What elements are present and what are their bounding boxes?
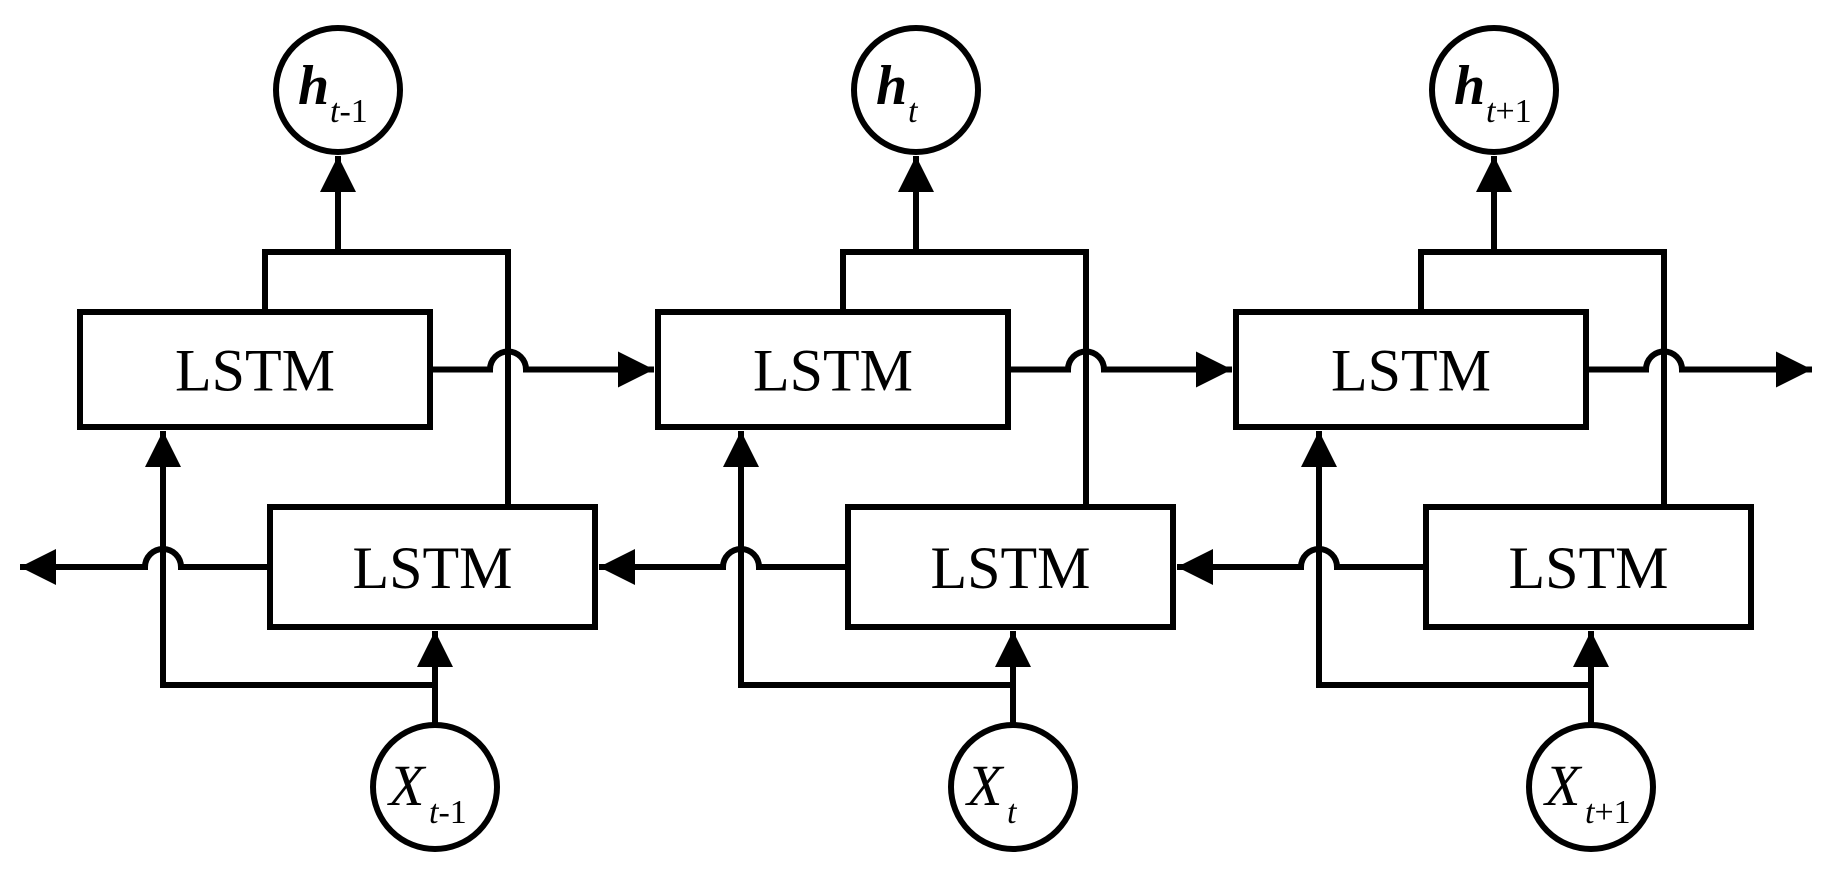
backward-recurrent-arrow-0 <box>20 546 270 585</box>
backward-lstm-label-1: LSTM <box>930 535 1090 601</box>
backward-lstm-label-2: LSTM <box>1508 535 1668 601</box>
backward-lstm-label-0: LSTM <box>352 535 512 601</box>
forward-recurrent-arrow-1 <box>1008 348 1232 388</box>
lstm-cells: LSTM LSTM LSTM LSTM LSTM LSTM <box>77 309 1754 630</box>
output-node-2 <box>1429 25 1559 155</box>
forward-lstm-label-0: LSTM <box>175 338 335 404</box>
input-arrow-forward-0 <box>145 431 435 688</box>
merge-line-1 <box>840 249 1089 507</box>
input-subscript-1: t <box>1007 794 1018 831</box>
input-node-2 <box>1526 722 1656 852</box>
forward-lstm-label-2: LSTM <box>1331 338 1491 404</box>
forward-recurrent-arrow-2 <box>1586 348 1812 388</box>
output-subscript-0: t-1 <box>330 93 368 130</box>
forward-lstm-cell-0 <box>77 309 433 430</box>
input-arrow-forward-2 <box>1301 431 1591 688</box>
backward-lstm-cell-1 <box>845 504 1176 630</box>
output-node-0 <box>273 25 403 155</box>
output-subscript-1: t <box>908 93 919 130</box>
input-label-0: X <box>387 753 427 818</box>
input-label-2: X <box>1543 753 1583 818</box>
connection-lines <box>20 156 1812 725</box>
output-subscript-2: t+1 <box>1486 93 1532 130</box>
input-node-1 <box>948 722 1078 852</box>
backward-lstm-cell-2 <box>1423 504 1754 630</box>
backward-recurrent-arrow-2 <box>1177 546 1426 585</box>
input-subscript-0: t-1 <box>429 794 467 831</box>
forward-lstm-cell-1 <box>655 309 1011 430</box>
output-label-0: h <box>298 55 329 117</box>
output-node-1 <box>851 25 981 155</box>
backward-recurrent-arrow-1 <box>599 546 848 585</box>
backward-lstm-cell-0 <box>267 504 598 630</box>
input-node-0 <box>370 722 500 852</box>
output-label-2: h <box>1454 55 1485 117</box>
merge-line-0 <box>262 249 511 507</box>
input-label-1: X <box>965 753 1005 818</box>
input-arrow-forward-1 <box>723 431 1013 688</box>
forward-lstm-cell-2 <box>1233 309 1589 430</box>
forward-recurrent-arrow-0 <box>430 348 654 388</box>
merge-line-2 <box>1418 249 1667 507</box>
output-label-1: h <box>876 55 907 117</box>
input-subscript-2: t+1 <box>1585 794 1631 831</box>
forward-lstm-label-1: LSTM <box>753 338 913 404</box>
